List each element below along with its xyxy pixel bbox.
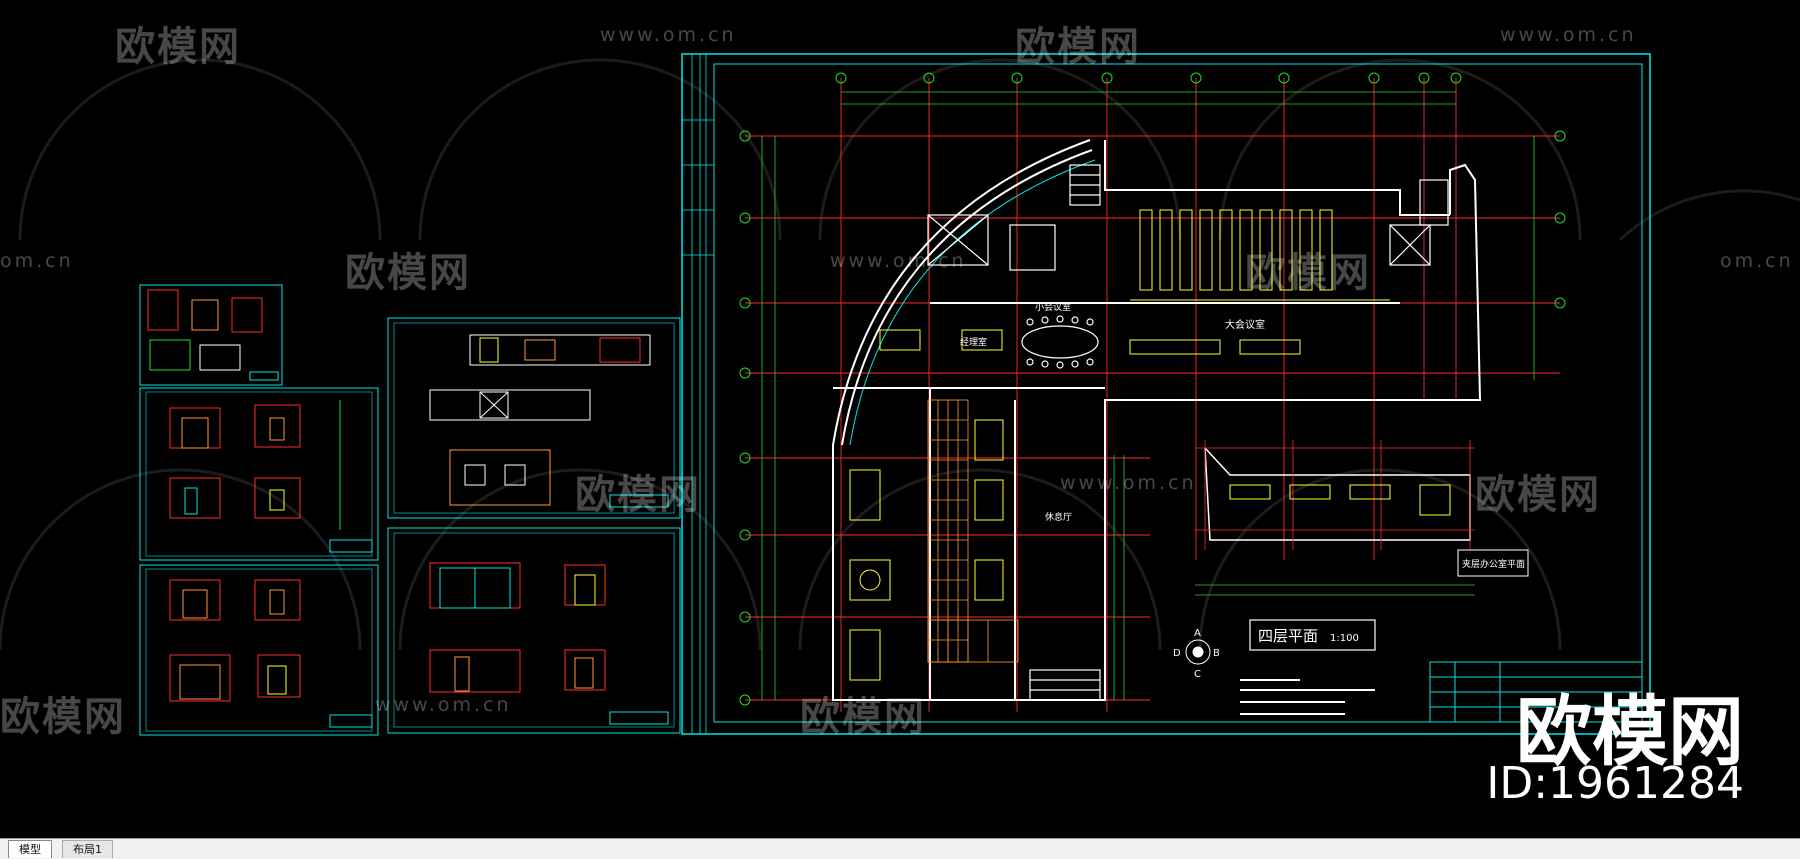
sheet-detail-small[interactable] — [139, 284, 283, 386]
annex-title-box — [1457, 549, 1529, 577]
watermark-logo-8: 欧模网 — [800, 694, 926, 740]
sheet-elevations-1[interactable] — [139, 387, 379, 561]
floor-scale: 1:100 — [1330, 633, 1359, 644]
watermark-url-3: om.cn — [0, 250, 74, 272]
watermark-url-6: www.om.cn — [1060, 472, 1197, 494]
sheet-border-inner — [713, 63, 1643, 723]
watermark-url-2: www.om.cn — [1500, 24, 1637, 46]
room-label-office: 经理室 — [960, 336, 987, 348]
office-desks — [849, 329, 1301, 681]
watermark-arcs — [0, 58, 1800, 651]
room-label-meeting: 大会议室 — [1225, 318, 1265, 331]
compass-label-c: C — [1194, 669, 1201, 680]
watermark-url-5: om.cn — [1720, 250, 1794, 272]
compass-label-b: B — [1213, 648, 1220, 659]
dimension-lines — [761, 91, 1535, 700]
watermark-url-1: www.om.cn — [600, 24, 737, 46]
watermark-logo-2: 欧模网 — [1015, 24, 1141, 70]
tab-layout-1[interactable]: 布局1 — [62, 840, 113, 858]
annex-office-plan — [1195, 440, 1475, 596]
curved-facade — [832, 139, 1093, 446]
exterior-walls — [832, 140, 1482, 701]
axis-bubbles-left — [739, 130, 1566, 706]
core-elevators-stairs — [927, 164, 1449, 701]
sheet-elevations-3[interactable] — [387, 527, 681, 734]
compass-label-a: A — [1194, 628, 1201, 639]
watermark-url-4: www.om.cn — [830, 250, 967, 272]
drawing-notes — [1240, 679, 1375, 715]
auditorium-seats — [1130, 209, 1390, 301]
sheet-detail-plans[interactable] — [387, 317, 681, 519]
tab-model[interactable]: 模型 — [8, 840, 52, 858]
watermark-logo-3: 欧模网 — [345, 250, 471, 296]
sheet-elevations-2[interactable] — [139, 564, 379, 736]
north-compass — [1185, 639, 1211, 665]
layout-tab-bar: 模型 布局1 — [0, 838, 1800, 859]
curved-facade-grid — [849, 159, 1096, 446]
title-block — [1429, 661, 1643, 723]
watermark-logo-7: 欧模网 — [0, 694, 126, 740]
watermark-logo-5: 欧模网 — [575, 472, 701, 518]
brand-id-text: ID:1961284 — [1486, 758, 1744, 809]
watermark-logo-4: 欧模网 — [1245, 250, 1371, 296]
cad-model-canvas[interactable]: 大会议室 小会议室 经理室 休息厅 夹层办公室平面 A B — [0, 0, 1800, 838]
watermark-logo-6: 欧模网 — [1475, 472, 1601, 518]
small-meeting-table — [1021, 315, 1099, 369]
sheet-border-outer — [681, 53, 1651, 735]
binding-strip — [682, 54, 714, 734]
compass-label-d: D — [1173, 648, 1181, 659]
floor-title: 四层平面 — [1258, 627, 1318, 645]
atrium-tile-grid — [927, 399, 1019, 663]
room-label-lobby: 休息厅 — [1045, 511, 1072, 523]
main-floor-plan-sheet[interactable]: 大会议室 小会议室 经理室 休息厅 夹层办公室平面 A B — [681, 53, 1651, 735]
floor-title-box — [1249, 619, 1376, 651]
room-label-small-meeting: 小会议室 — [1035, 301, 1071, 313]
annex-title: 夹层办公室平面 — [1462, 558, 1525, 570]
watermark-url-7: www.om.cn — [375, 694, 512, 716]
brand-logo-text: 欧模网 — [1516, 687, 1744, 776]
axis-bubbles-top — [835, 72, 1462, 84]
watermark-logo-1: 欧模网 — [115, 24, 241, 70]
